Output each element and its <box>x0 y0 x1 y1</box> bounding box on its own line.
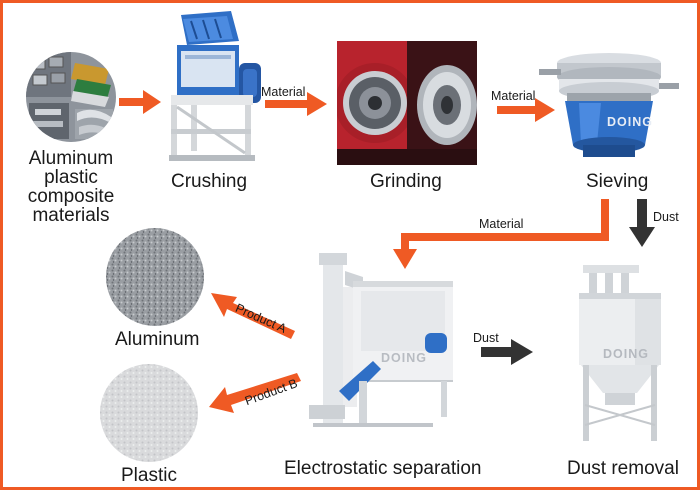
grinding-label: Grinding <box>370 171 442 192</box>
arrow-product-b <box>209 373 301 413</box>
raw-materials-line-2: plastic <box>44 167 98 188</box>
aluminum-powder-image <box>106 228 204 326</box>
material-label-1: Material <box>261 85 306 99</box>
arrow-product-a <box>211 293 295 339</box>
crushing-label: Crushing <box>171 171 248 192</box>
arrow-sieving-to-separation <box>393 199 609 269</box>
raw-materials-label: Aluminum plastic composite materials <box>17 149 125 225</box>
material-label-2: Material <box>491 89 536 103</box>
raw-materials-line-1: Aluminum <box>28 148 114 169</box>
electrostatic-label: Electrostatic separation <box>284 458 482 479</box>
arrow-grinding-to-sieving <box>497 98 555 122</box>
watermark-dust-collector: DOING <box>603 347 649 361</box>
watermark-sieving: DOING <box>607 115 653 129</box>
raw-materials-line-3: composite <box>27 186 115 207</box>
raw-materials-line-4: materials <box>32 205 110 226</box>
dust-label-2: Dust <box>473 331 499 345</box>
arrow-crushing-to-grinding <box>265 92 327 116</box>
raw-materials-image <box>26 52 116 142</box>
arrow-raw-to-crushing <box>119 90 161 114</box>
dust-removal-label: Dust removal <box>567 458 679 479</box>
sieving-machine-image <box>539 53 679 157</box>
grinder-machine-image <box>337 41 477 165</box>
aluminum-label: Aluminum <box>115 329 200 350</box>
sieving-label: Sieving <box>586 171 649 192</box>
watermark-separator: DOING <box>381 351 427 365</box>
plastic-powder-image <box>100 364 198 462</box>
material-label-3: Material <box>479 217 524 231</box>
plastic-label: Plastic <box>121 465 177 486</box>
crusher-machine-image <box>169 11 261 161</box>
dust-collector-image <box>579 265 661 441</box>
dust-label-1: Dust <box>653 210 679 224</box>
arrow-sieving-dust-down <box>629 199 655 247</box>
electrostatic-separator-image <box>309 253 453 427</box>
arrow-separation-to-dust-removal <box>481 339 533 365</box>
